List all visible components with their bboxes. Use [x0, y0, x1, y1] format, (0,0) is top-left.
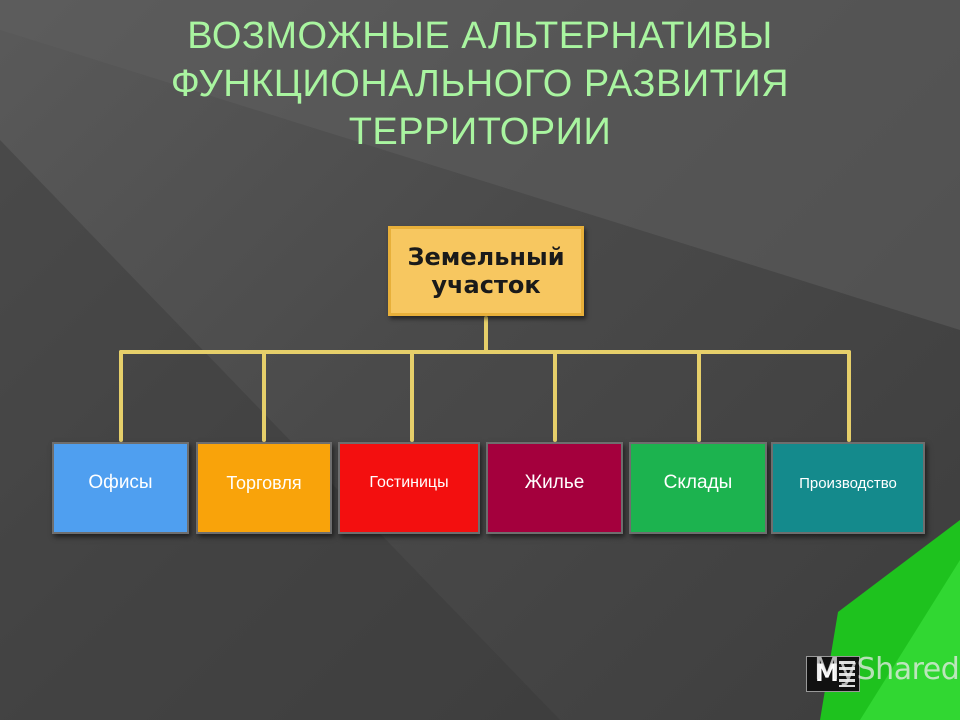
watermark-text: MyShared [814, 652, 960, 687]
child-node: Склады [629, 442, 767, 534]
child-node-label: Производство [799, 474, 897, 492]
logo-letter: M [815, 659, 839, 687]
child-node-label: Гостиницы [369, 474, 449, 491]
title-line-1: ВОЗМОЖНЫЕ АЛЬТЕРНАТИВЫ [187, 15, 773, 57]
root-node-label: Земельный участок [407, 243, 565, 299]
title-line-3: ТЕРРИТОРИИ [348, 111, 612, 153]
child-node: Жилье [486, 442, 623, 534]
child-node: Торговля [196, 442, 332, 534]
child-node-label: Офисы [88, 472, 153, 493]
child-node: Гостиницы [338, 442, 480, 534]
title-line-2: ФУНКЦИОНАЛЬНОГО РАЗВИТИЯ [170, 63, 790, 105]
corner-green-highlight [860, 560, 960, 720]
watermark-logo: M [806, 656, 860, 692]
child-node-label: Торговля [226, 472, 302, 493]
child-node: Офисы [52, 442, 189, 534]
background-band-top [0, 0, 960, 330]
child-node-label: Склады [663, 472, 733, 493]
background-band-left [0, 140, 560, 720]
child-node-label: Жилье [524, 472, 585, 493]
child-node: Производство [771, 442, 925, 534]
root-node-land-plot: Земельный участок [388, 226, 584, 316]
slide-title: ВОЗМОЖНЫЕ АЛЬТЕРНАТИВЫ ФУНКЦИОНАЛЬНОГО Р… [60, 12, 900, 156]
logo-stripes-icon [839, 661, 855, 687]
